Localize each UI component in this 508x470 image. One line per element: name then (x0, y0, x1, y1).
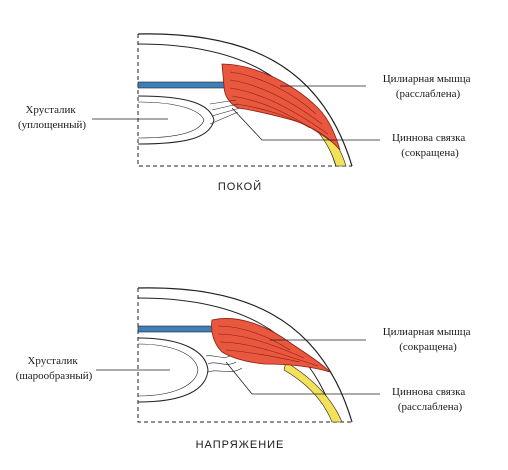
panel-tension: Хрусталик (шарообразный) Цилиарная мышца… (16, 287, 474, 451)
iris (137, 325, 217, 333)
outer-eye-wall (137, 287, 353, 423)
outer-eye-wall (137, 33, 353, 167)
panel-rest: Хрусталик (уплощенный) Цилиарная мышца (… (18, 33, 474, 193)
lens-inner (137, 343, 199, 397)
lens-flattened (137, 95, 215, 145)
lens-inner (137, 101, 205, 139)
panel-caption: ПОКОЙ (218, 180, 262, 193)
ciliary-muscle-label: Цилиарная мышца (сокращена) (383, 326, 474, 353)
panel-caption: НАПРЯЖЕНИЕ (196, 439, 285, 451)
lens-label: Хрусталик (шарообразный) (16, 355, 93, 382)
zonule-fibers (209, 99, 241, 125)
inner-eye-wall (137, 297, 337, 423)
zonule-leader (225, 361, 380, 395)
zonule-fibers (205, 355, 243, 373)
ciliary-muscle (211, 318, 331, 373)
zonule-leader (231, 107, 380, 141)
ciliary-muscle (221, 63, 341, 151)
muscle-fibers (217, 325, 319, 367)
section-frame (137, 288, 352, 423)
lens-spherical (137, 337, 209, 403)
lens-label: Хрусталик (уплощенный) (18, 104, 86, 131)
ciliary-muscle-label: Цилиарная мышца (расслаблена) (383, 73, 474, 100)
iris (137, 81, 227, 89)
section-frame (137, 34, 352, 167)
muscle-fibers (229, 71, 333, 143)
zonule-label: Циннова связка (сокращена) (392, 132, 468, 159)
sclera-band (283, 361, 343, 423)
zonule-label: Циннова связка (расслаблена) (392, 386, 468, 413)
